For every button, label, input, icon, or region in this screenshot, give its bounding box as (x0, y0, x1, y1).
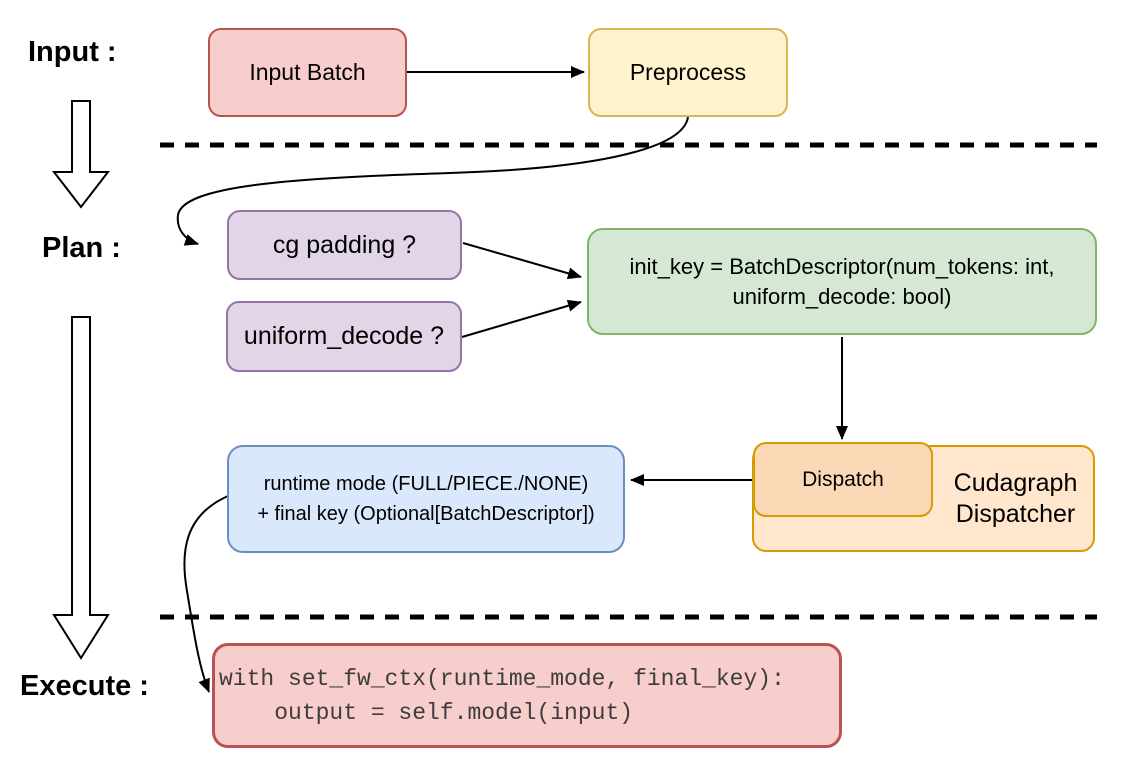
node-init-key-line2: uniform_decode: bool) (732, 283, 952, 309)
node-input-batch-label: Input Batch (249, 59, 366, 85)
node-cg-padding: cg padding ? (227, 210, 462, 280)
stage-label-plan: Plan : (42, 232, 121, 264)
node-uniform-decode-label: uniform_decode ? (243, 322, 445, 350)
arrow-uniform-decode-to-init-key (461, 299, 582, 338)
plan-stage-arrow-icon (52, 316, 110, 660)
arrow-cg-padding-to-init-key (462, 242, 582, 280)
node-dispatch-label: Dispatch (802, 467, 884, 491)
node-runtime-mode-line1: runtime mode (FULL/PIECE./NONE) (263, 473, 589, 495)
node-execute-code-line1: with set_fw_ctx(runtime_mode, final_key)… (219, 665, 785, 692)
node-init-key-line1: init_key = BatchDescriptor(num_tokens: i… (629, 253, 1055, 279)
node-init-key: init_key = BatchDescriptor(num_tokens: i… (587, 228, 1097, 335)
stage-label-execute: Execute : (20, 670, 149, 702)
node-preprocess: Preprocess (588, 28, 788, 117)
node-runtime-mode-line2: + final key (Optional[BatchDescriptor]) (257, 503, 595, 525)
node-cg-padding-label: cg padding ? (272, 230, 417, 259)
node-dispatch: Dispatch (753, 442, 933, 517)
node-preprocess-label: Preprocess (629, 59, 747, 85)
stage-label-input: Input : (28, 36, 117, 68)
node-execute-code-line2: output = self.model(input) (219, 699, 634, 726)
arrow-runtime-mode-to-execute-code (183, 495, 229, 693)
node-execute-code: with set_fw_ctx(runtime_mode, final_key)… (212, 643, 842, 748)
node-input-batch: Input Batch (208, 28, 407, 117)
node-runtime-mode: runtime mode (FULL/PIECE./NONE) + final … (227, 445, 625, 553)
input-stage-arrow-icon (51, 100, 111, 209)
arrow-preprocess-to-cg-padding (176, 116, 689, 246)
node-cudagraph-dispatcher-label: Cudagraph Dispatcher (953, 468, 1078, 528)
node-uniform-decode: uniform_decode ? (226, 301, 462, 372)
